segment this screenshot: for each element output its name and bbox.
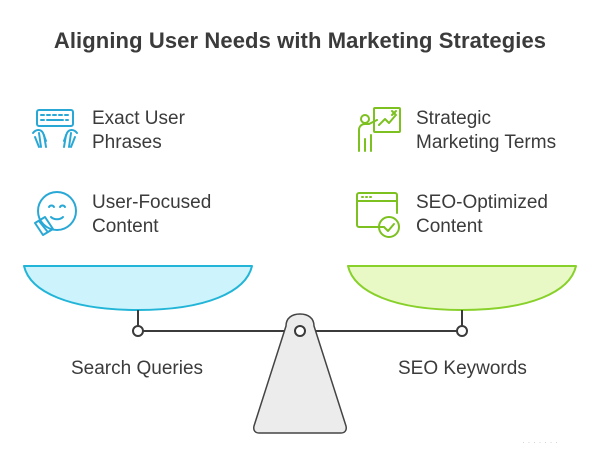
right-pan bbox=[347, 265, 577, 311]
happy-face-reading-icon bbox=[34, 191, 77, 236]
left-pan bbox=[23, 265, 253, 311]
item-strategic-marketing-terms: Strategic Marketing Terms bbox=[354, 105, 584, 165]
left-pivot bbox=[132, 325, 144, 337]
item-exact-user-phrases: Exact User Phrases bbox=[30, 105, 260, 165]
item-label: SEO-Optimized Content bbox=[416, 192, 548, 237]
item-label: Strategic Marketing Terms bbox=[416, 108, 557, 153]
keyboard-typing-icon bbox=[32, 109, 78, 148]
left-pan-label: Search Queries bbox=[71, 358, 204, 379]
item-seo-optimized-content: SEO-Optimized Content bbox=[354, 189, 584, 249]
browser-check-icon bbox=[356, 192, 400, 238]
right-pan-label: SEO Keywords bbox=[398, 358, 527, 379]
item-label: User-Focused Content bbox=[92, 192, 212, 237]
stand-pivot bbox=[294, 325, 306, 337]
item-user-focused-content: User-Focused Content bbox=[30, 189, 260, 249]
watermark: · · · · · · · bbox=[522, 437, 558, 447]
diagram-title: Aligning User Needs with Marketing Strat… bbox=[53, 28, 547, 53]
item-label: Exact User Phrases bbox=[92, 108, 185, 153]
scale-stand bbox=[253, 313, 347, 434]
presenter-board-icon bbox=[358, 107, 401, 152]
right-pivot bbox=[456, 325, 468, 337]
